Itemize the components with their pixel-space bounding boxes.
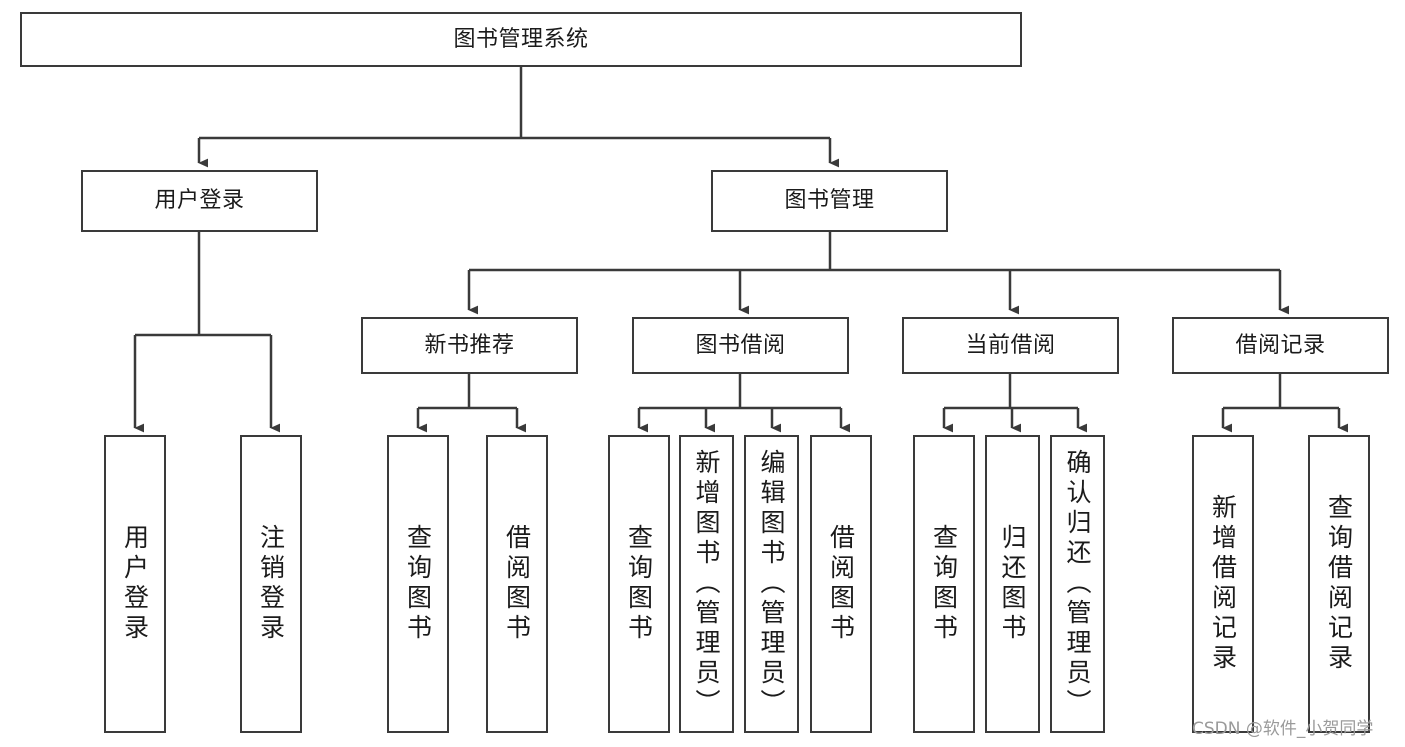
node-leaf-confirm-return-admin[interactable]: 确认归还（管理员） [1050,435,1105,733]
node-leaf-logout[interactable]: 注销登录 [240,435,302,733]
node-leaf-query-book-3[interactable]: 查询图书 [913,435,975,733]
node-leaf-query-book-2-label: 查询图书 [624,524,654,644]
node-user-login-label: 用户登录 [154,188,245,214]
node-leaf-add-book-admin-label: 新增图书（管理员） [692,449,721,719]
node-new-book-recommend-label: 新书推荐 [424,332,515,358]
node-leaf-query-borrow-record-label: 查询借阅记录 [1324,494,1354,674]
node-book-borrow-label: 图书借阅 [695,332,786,358]
node-leaf-borrow-book-2-label: 借阅图书 [826,524,856,644]
node-leaf-edit-book-admin-label: 编辑图书（管理员） [757,449,786,719]
node-current-borrow[interactable]: 当前借阅 [902,317,1119,374]
node-current-borrow-label: 当前借阅 [965,332,1056,358]
node-leaf-return-book-label: 归还图书 [998,524,1027,644]
node-leaf-confirm-return-admin-label: 确认归还（管理员） [1063,449,1092,719]
node-leaf-query-book-3-label: 查询图书 [929,524,959,644]
node-leaf-query-book-1-label: 查询图书 [403,524,433,644]
node-leaf-query-book-2[interactable]: 查询图书 [608,435,670,733]
node-borrow-record-label: 借阅记录 [1235,332,1326,358]
node-new-book-recommend[interactable]: 新书推荐 [361,317,578,374]
node-leaf-query-borrow-record[interactable]: 查询借阅记录 [1308,435,1370,733]
node-leaf-add-borrow-record[interactable]: 新增借阅记录 [1192,435,1254,733]
node-leaf-borrow-book-1[interactable]: 借阅图书 [486,435,548,733]
node-borrow-record[interactable]: 借阅记录 [1172,317,1389,374]
node-leaf-borrow-book-2[interactable]: 借阅图书 [810,435,872,733]
node-leaf-return-book[interactable]: 归还图书 [985,435,1040,733]
node-leaf-borrow-book-1-label: 借阅图书 [502,524,532,644]
node-leaf-edit-book-admin[interactable]: 编辑图书（管理员） [744,435,799,733]
node-book-manage-label: 图书管理 [784,188,875,214]
node-leaf-add-book-admin[interactable]: 新增图书（管理员） [679,435,734,733]
node-leaf-logout-label: 注销登录 [256,524,286,644]
node-book-borrow[interactable]: 图书借阅 [632,317,849,374]
watermark-text: CSDN @软件_小贺同学 [1192,719,1374,739]
node-leaf-query-book-1[interactable]: 查询图书 [387,435,449,733]
node-leaf-user-login-label: 用户登录 [120,524,150,644]
node-leaf-add-borrow-record-label: 新增借阅记录 [1208,494,1238,674]
node-root-label: 图书管理系统 [453,26,589,52]
node-leaf-user-login[interactable]: 用户登录 [104,435,166,733]
node-user-login[interactable]: 用户登录 [81,170,318,232]
node-book-manage[interactable]: 图书管理 [711,170,948,232]
node-root[interactable]: 图书管理系统 [20,12,1022,67]
